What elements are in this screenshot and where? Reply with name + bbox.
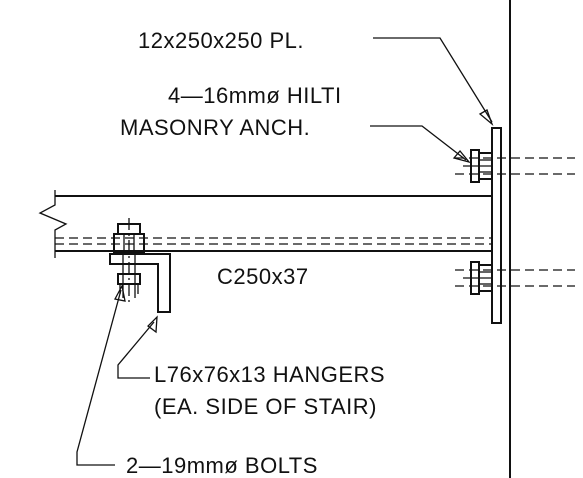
hangers-leader <box>117 321 155 379</box>
hanger-angle <box>109 253 171 313</box>
channel-label: C250x37 <box>217 264 309 289</box>
hanger-bolt <box>113 218 145 302</box>
bolts-label: 2—19mmø BOLTS <box>126 453 318 478</box>
plate-leader <box>373 37 493 123</box>
lower-masonry-anchor <box>455 261 575 295</box>
plate-label: 12x250x250 PL. <box>138 28 304 53</box>
anchor-label-line1: 4—16mmø HILTI <box>168 83 342 108</box>
channel-beam <box>38 190 492 258</box>
hangers-label-line1: L76x76x13 HANGERS <box>154 362 385 387</box>
embed-plate <box>491 127 502 324</box>
anchor-label-line2: MASONRY ANCH. <box>120 115 310 140</box>
hangers-label-line2: (EA. SIDE OF STAIR) <box>154 394 377 419</box>
bolts-leader <box>76 289 122 466</box>
anchor-leader <box>370 125 467 161</box>
break-line <box>38 190 68 258</box>
upper-masonry-anchor <box>455 149 575 183</box>
